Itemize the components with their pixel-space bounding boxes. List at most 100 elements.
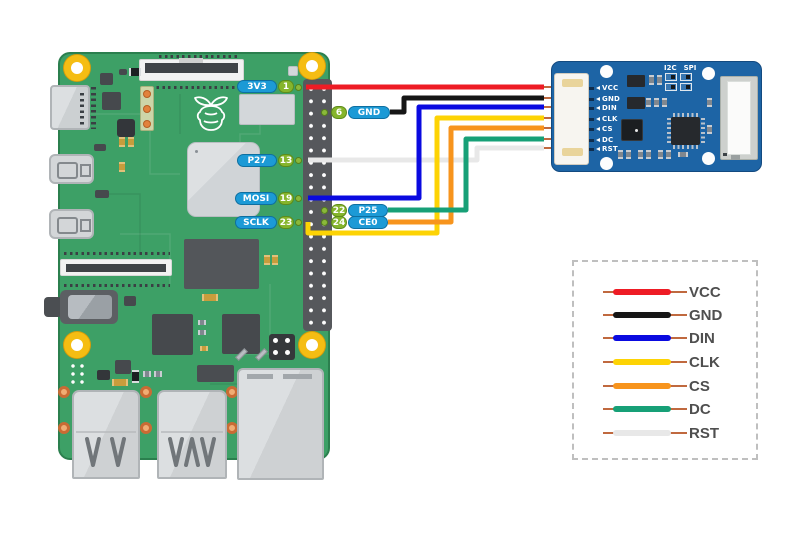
solder-tick [589, 147, 594, 151]
module-hole [600, 157, 613, 170]
via-grid [69, 362, 87, 384]
pin-arrow-icon [596, 138, 600, 142]
smd-resistor [662, 98, 667, 107]
usb-port-left [49, 154, 94, 184]
jumper-pad [665, 83, 677, 91]
smd-resistor [678, 152, 688, 157]
pcb-pin-ticks [159, 55, 239, 58]
smd-resistor [657, 75, 662, 85]
legend-label-rst: RST [689, 424, 719, 442]
mounting-hole [64, 332, 90, 358]
solder-tick [589, 106, 594, 110]
legend-row: RST [574, 423, 756, 444]
module-pin-clk: CLK [596, 115, 618, 124]
copper-pad [140, 422, 152, 434]
smd-chip [95, 190, 109, 198]
driver-ic-chip [671, 117, 700, 145]
legend-label-din: DIN [689, 329, 715, 347]
smd-resistor [202, 294, 218, 301]
smd-resistor [272, 255, 278, 265]
qfp-legs [673, 113, 699, 117]
legend-swatch-gnd [613, 312, 671, 318]
module-pin-vcc: VCC [596, 84, 618, 93]
pin-connector-dot [295, 83, 302, 91]
pin-connector-dot [295, 194, 302, 202]
display-connector-slot [66, 264, 166, 272]
qfp-legs [667, 118, 671, 144]
jst-pad [562, 79, 583, 87]
gpio-pin-13: 13 [278, 154, 294, 167]
module-pin-gnd: GND [596, 95, 620, 104]
pcb-pin-ticks [64, 252, 170, 255]
copper-pad [140, 386, 152, 398]
legend-swatch-rst [613, 430, 671, 436]
wire-rst [308, 145, 544, 163]
poe-pin [285, 350, 290, 355]
smd-capacitor [129, 68, 141, 76]
pin-arrow-icon [596, 117, 600, 121]
hdmi-port [50, 85, 90, 130]
usb-port-left [49, 209, 94, 239]
pcb-pin-ticks [64, 284, 170, 287]
legend-swatch-cs [613, 383, 671, 389]
soc-pin1-dot [195, 150, 198, 153]
fpc-mark [723, 153, 727, 156]
smd-component [288, 66, 298, 76]
ethernet-port [237, 368, 324, 480]
pin-header-3 [140, 86, 154, 131]
power-chip [222, 314, 260, 354]
smd-resistor [119, 137, 125, 147]
smd-capacitor [132, 370, 139, 383]
module-pin-rst: RST [596, 145, 618, 154]
legend-label-gnd: GND [689, 306, 723, 324]
copper-pad [226, 386, 238, 398]
header-pin [143, 120, 151, 128]
legend-swatch-vcc [613, 289, 671, 295]
pin-connector-dot [321, 206, 328, 214]
legend-row: CLK [574, 352, 756, 373]
wire-din [308, 104, 544, 201]
gpio-header [303, 79, 332, 331]
gpio-label-p25: P25 [348, 203, 388, 217]
jumper-pad [680, 83, 692, 91]
smd-resistor [198, 330, 206, 335]
module-pin-dc: DC [596, 136, 613, 145]
smd-chip [124, 296, 136, 306]
port-inner [57, 217, 78, 234]
copper-pad [58, 422, 70, 434]
usb-contacts [161, 431, 223, 467]
wire-clk [305, 115, 544, 236]
mounting-hole [299, 332, 325, 358]
poe-pin [273, 338, 278, 343]
module-hole [702, 152, 715, 165]
gpio-label-gnd: GND [348, 105, 390, 119]
smd-resistor [658, 150, 663, 159]
fpc-connector-inner [727, 81, 751, 155]
qfp-legs [701, 118, 705, 144]
module-hole [702, 67, 715, 80]
i2c-label: I2C [664, 64, 677, 72]
jst-pad [562, 148, 583, 156]
gpio-pin-1: 1 [278, 80, 294, 93]
legend-label-cs: CS [689, 377, 710, 395]
legend-swatch-din [613, 335, 671, 341]
smd-chip [97, 370, 110, 380]
smd-resistor [626, 150, 631, 159]
smd-resistor [198, 320, 206, 325]
gpio-pin-6: 6 [331, 105, 347, 119]
hdmi-contacts [80, 93, 84, 125]
copper-pad [58, 386, 70, 398]
spi-label: SPI [683, 64, 697, 72]
fpc-latch [731, 155, 740, 160]
soic-chip [627, 97, 645, 109]
pin-arrow-icon [596, 86, 600, 90]
audio-jack-barrel [44, 297, 62, 317]
smd-resistor [618, 150, 623, 159]
legend-label-dc: DC [689, 400, 711, 418]
header-pin [143, 105, 151, 113]
gpio-pin-24: 24 [331, 215, 347, 229]
gpio-label-sclk: SCLK [235, 215, 277, 229]
smd-resistor [200, 346, 208, 351]
